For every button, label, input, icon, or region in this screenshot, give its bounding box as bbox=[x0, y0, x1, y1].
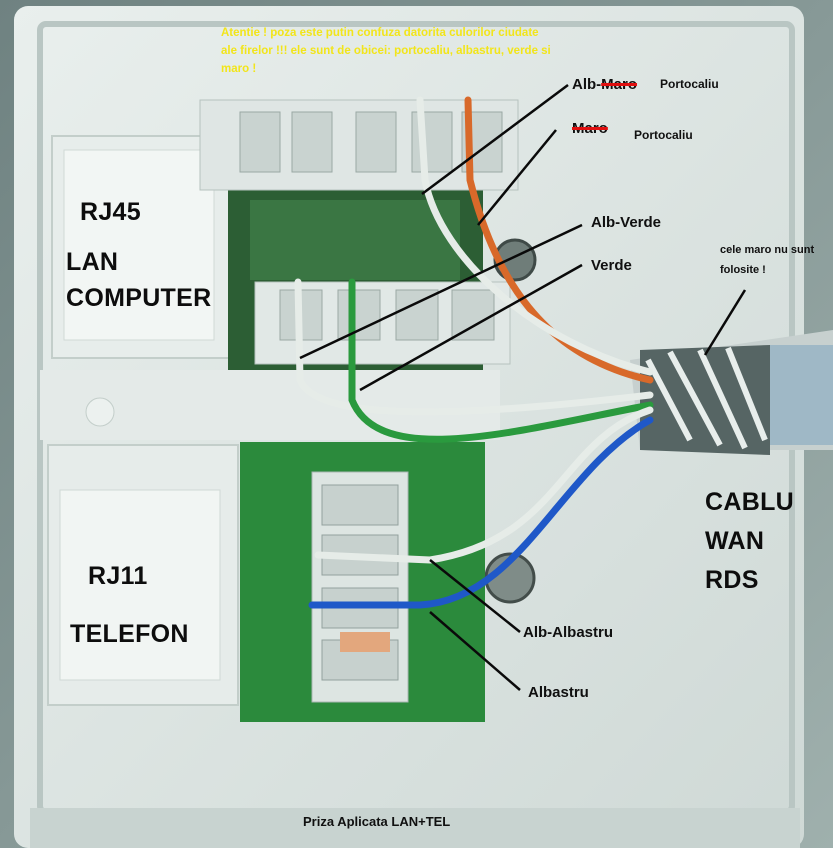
housing-bottom-lip bbox=[30, 808, 800, 848]
label-alb-maro: Alb-Maro bbox=[572, 76, 637, 93]
wire-orange bbox=[464, 96, 654, 384]
cable-line3: RDS bbox=[705, 566, 759, 594]
wire-green bbox=[348, 278, 654, 443]
pointer-alb-maro bbox=[421, 83, 569, 196]
rj11-line1: TELEFON bbox=[70, 620, 189, 648]
label-alb-albastru: Alb-Albastru bbox=[523, 624, 613, 641]
label-alb-maro-correction: Portocaliu bbox=[660, 77, 719, 91]
rj45-pcb-traces bbox=[250, 200, 460, 280]
pointer-maro bbox=[477, 129, 557, 226]
rj45-line2: COMPUTER bbox=[66, 284, 212, 312]
wire-white-blue bbox=[314, 406, 654, 564]
label-maro-correction: Portocaliu bbox=[634, 128, 693, 142]
rj45-top-contacts bbox=[239, 111, 503, 173]
cable-tape-wraps bbox=[645, 346, 768, 450]
rj11-title: RJ11 bbox=[88, 562, 148, 590]
rj45-line1: LAN bbox=[66, 248, 119, 276]
screw-hole-left bbox=[85, 397, 115, 427]
rj11-orange-pad bbox=[340, 632, 390, 652]
rj45-title: RJ45 bbox=[80, 198, 141, 226]
label-alb-verde: Alb-Verde bbox=[591, 214, 662, 231]
caption: Priza Aplicata LAN+TEL bbox=[303, 814, 451, 829]
label-maro-struck: Maro bbox=[572, 120, 608, 137]
middle-divider bbox=[40, 370, 500, 440]
pointer-lines bbox=[299, 83, 747, 691]
rj11-jack-opening bbox=[59, 489, 221, 681]
cable-line1: CABLU bbox=[705, 488, 794, 516]
label-albastru: Albastru bbox=[528, 684, 589, 701]
label-verde: Verde bbox=[591, 257, 632, 274]
cable-shield bbox=[770, 345, 833, 445]
label-alb-maro-prefix: Alb- bbox=[572, 76, 602, 93]
pointer-verde bbox=[359, 263, 583, 392]
pointer-alb-albastru bbox=[429, 559, 521, 633]
unused-wires-note: cele maro nu sunt folosite ! bbox=[720, 244, 815, 276]
cable-line2: WAN bbox=[705, 527, 765, 555]
pointer-alb-verde bbox=[299, 223, 583, 360]
pointer-unused bbox=[703, 289, 747, 356]
pointer-albastru bbox=[429, 611, 521, 691]
wire-white-green bbox=[294, 278, 654, 416]
warning-note: Atentie ! poza este putin confuza datori… bbox=[221, 27, 551, 75]
wire-white-orange bbox=[416, 96, 654, 376]
rj45-jack-opening bbox=[63, 149, 215, 341]
label-alb-maro-struck: Maro bbox=[601, 76, 638, 93]
wire-blue bbox=[308, 416, 654, 609]
wires bbox=[294, 96, 654, 609]
